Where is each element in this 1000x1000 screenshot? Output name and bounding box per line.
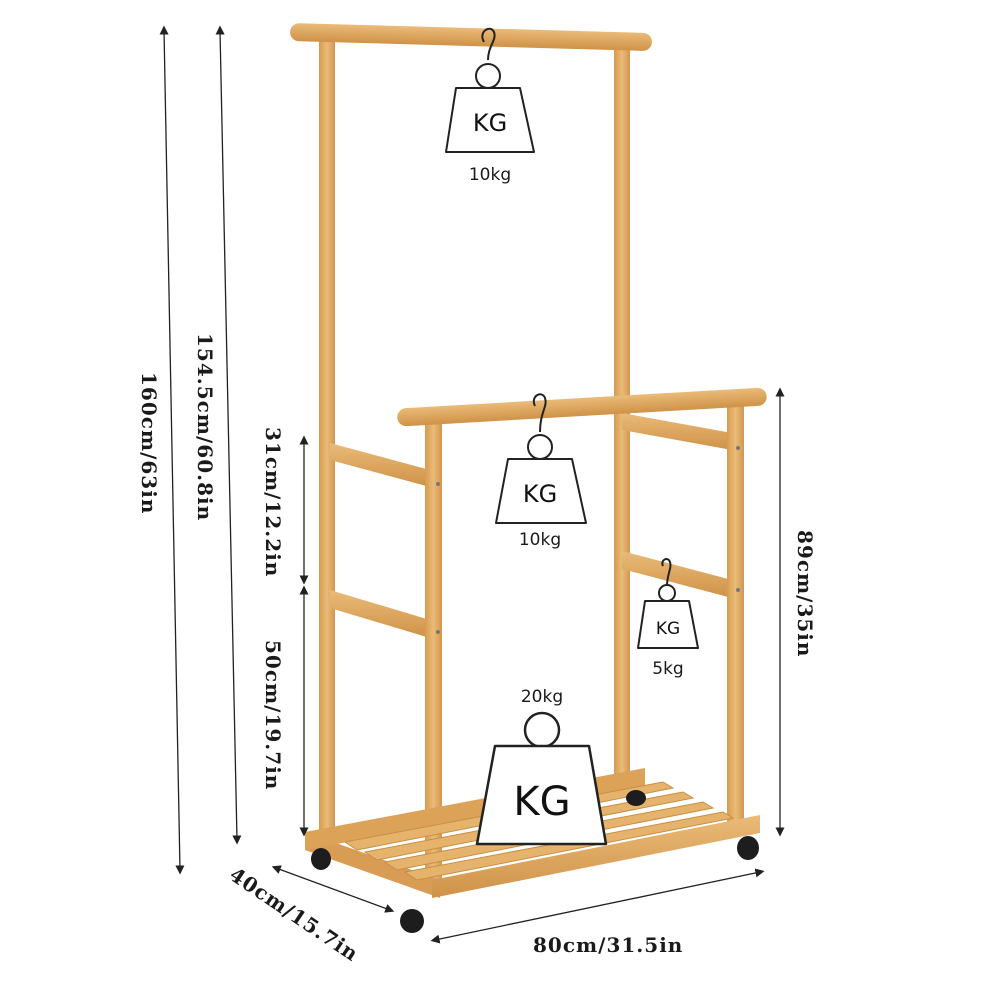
kg-weight-icon: [445, 87, 535, 153]
rear-left-upright: [319, 40, 335, 840]
weight-side-bar: KG 5kg: [637, 558, 699, 679]
front-height-label: 89cm/35in: [793, 530, 817, 657]
lower-gap-label: 50cm/19.7in: [261, 640, 285, 790]
hook-icon: [532, 393, 547, 433]
weight-badge: KG: [656, 619, 680, 639]
upright-height-label: 154.5cm/60.8in: [193, 333, 217, 521]
wheel-front-left: [400, 909, 424, 933]
screw: [436, 482, 440, 486]
base-left-side: [305, 832, 440, 898]
wheel-back-left: [311, 848, 331, 870]
weight-ring-icon: [658, 584, 676, 602]
upper-gap-label: 31cm/12.2in: [261, 427, 285, 577]
front-rail: [397, 387, 767, 427]
weight-top-rail: KG 10kg: [445, 27, 535, 185]
total-height-label: 160cm/63in: [137, 372, 161, 514]
caster-wheels: [311, 790, 759, 933]
weight-ring-icon: [527, 434, 553, 460]
upright-height-line: [215, 25, 242, 845]
kg-weight-icon: [495, 458, 587, 524]
weight-ring-icon: [523, 711, 561, 749]
weight-badge: KG: [523, 480, 557, 508]
weight-ring-icon: [475, 63, 501, 89]
weight-load: 5kg: [652, 659, 683, 679]
weight-load: 10kg: [519, 530, 561, 550]
hook-icon: [481, 27, 496, 61]
depth-line: [271, 865, 395, 913]
left-side-bar-lower: [330, 590, 430, 638]
weight-badge: KG: [473, 109, 507, 137]
right-side-bar-lower: [622, 551, 732, 598]
top-rail: [290, 23, 652, 51]
dimension-lines: [159, 25, 785, 944]
front-right-upright: [727, 398, 744, 823]
wheel-back-right: [626, 790, 646, 806]
total-height-line: [159, 25, 185, 875]
screw: [436, 630, 440, 634]
front-left-upright: [425, 420, 442, 890]
screw: [736, 588, 740, 592]
screw: [736, 446, 740, 450]
wheel-front-right: [737, 836, 759, 860]
weight-front-rail: KG 10kg: [495, 393, 587, 550]
depth-label: 40cm/15.7in: [225, 862, 363, 966]
weight-badge: KG: [513, 779, 570, 825]
kg-weight-icon: [637, 600, 699, 649]
width-label: 80cm/31.5in: [533, 933, 683, 957]
width-line: [430, 868, 765, 944]
weight-load: 10kg: [469, 165, 511, 185]
weight-load: 20kg: [521, 687, 563, 707]
hook-icon: [661, 558, 672, 587]
left-side-bar-upper: [330, 443, 430, 487]
right-side-bar-upper: [622, 413, 732, 450]
weight-shelf: 20kg KG: [475, 687, 608, 846]
kg-weight-icon: [475, 744, 608, 846]
